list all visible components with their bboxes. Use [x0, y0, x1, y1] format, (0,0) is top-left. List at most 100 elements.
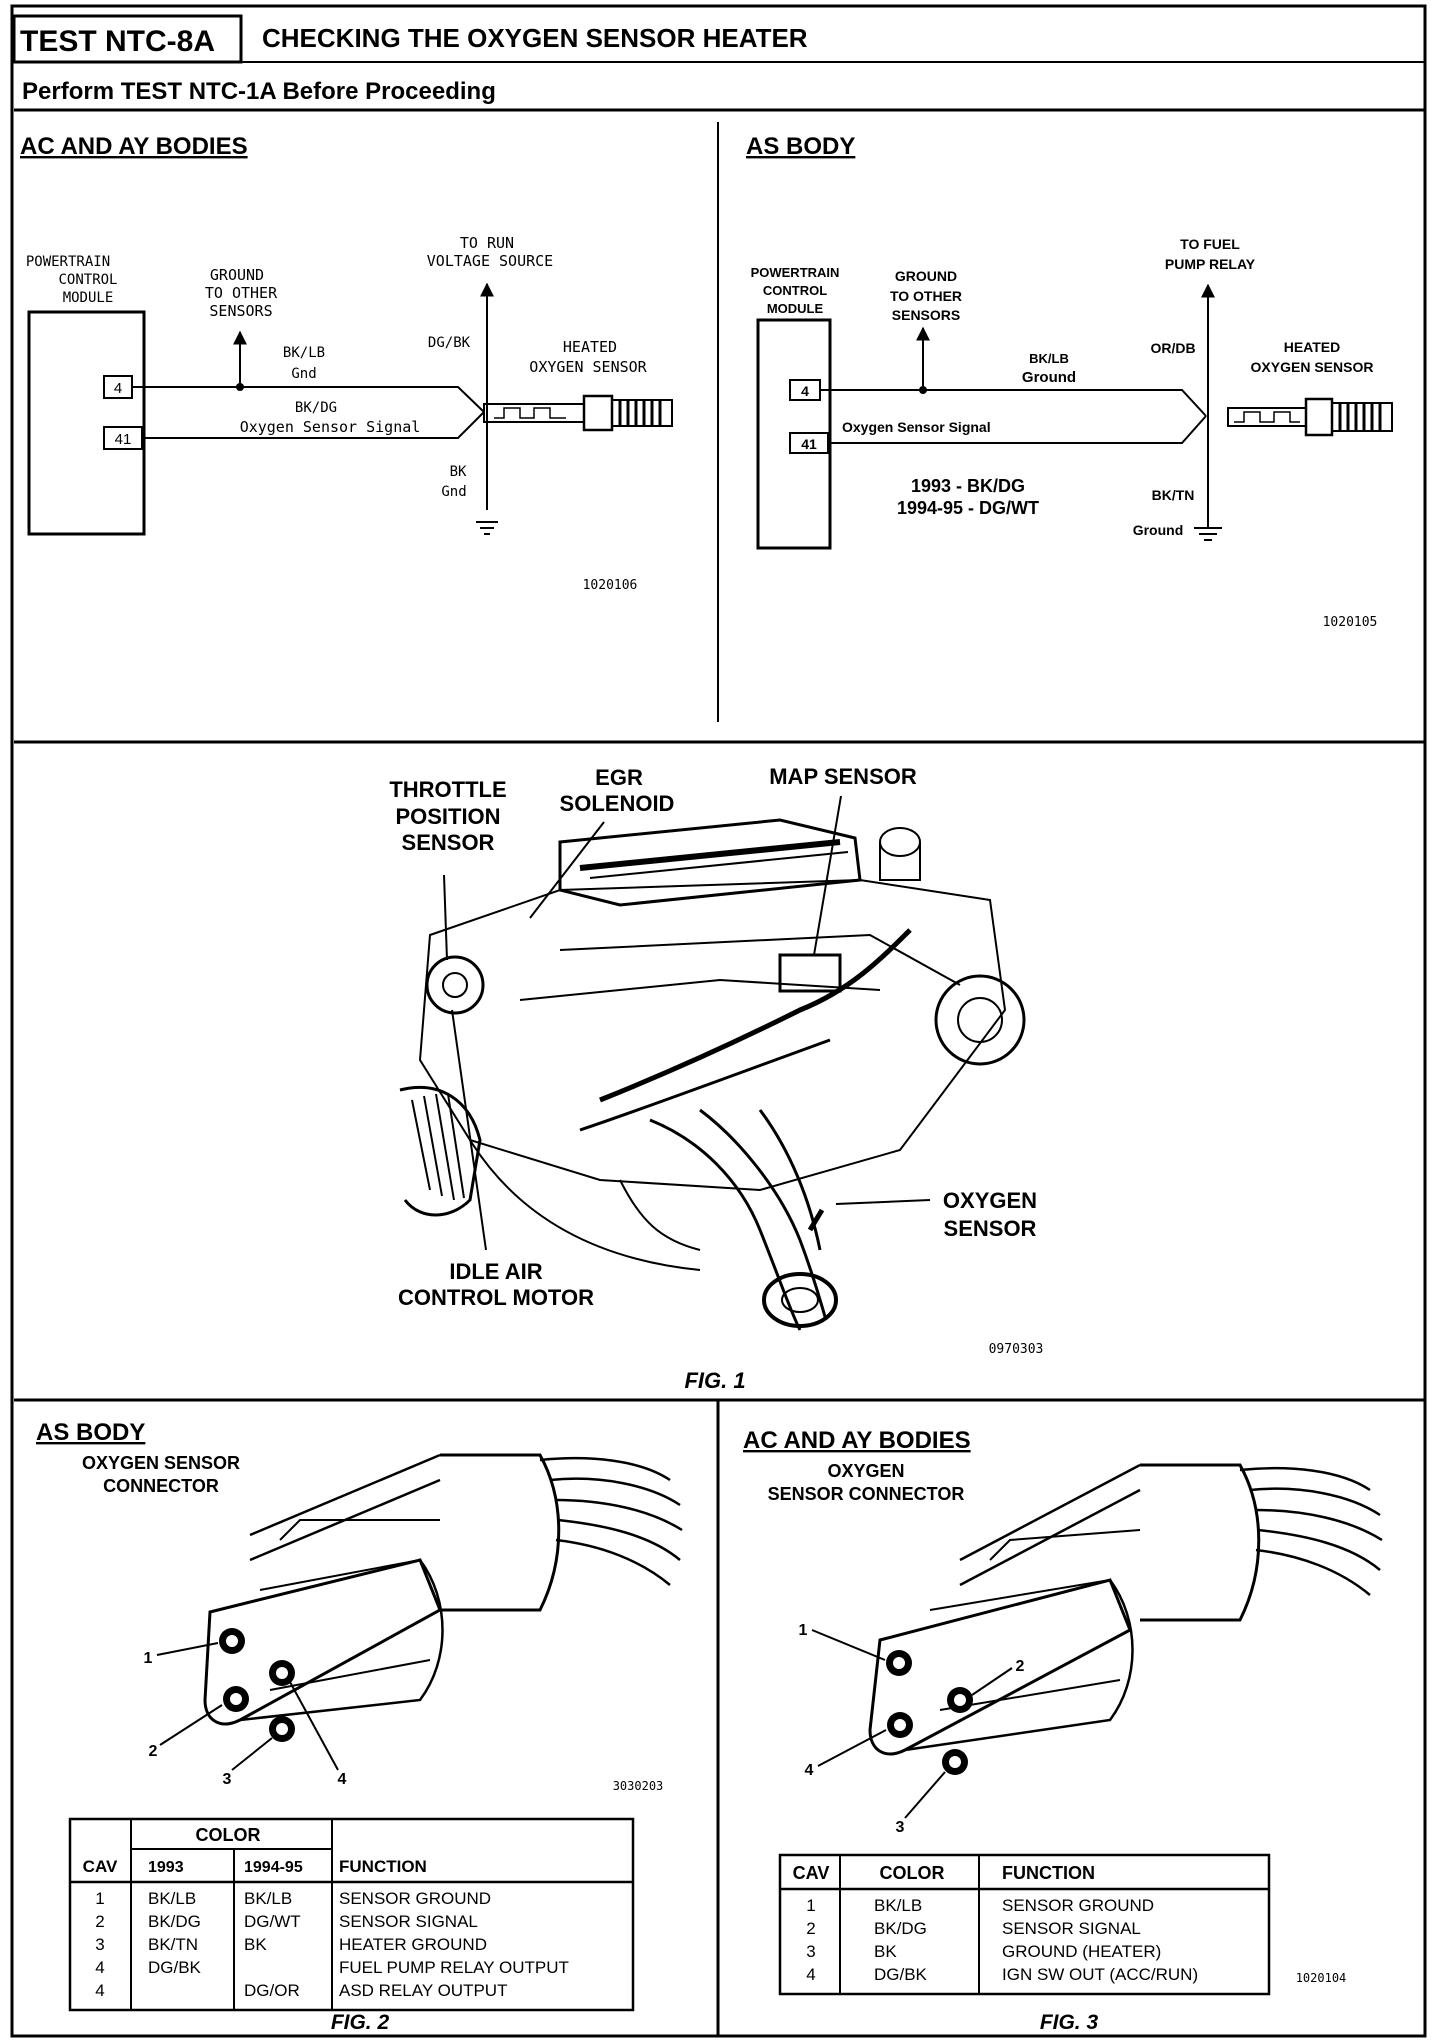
o2-label-1: OXYGEN	[943, 1188, 1037, 1213]
ground-label-1: GROUND	[210, 266, 264, 284]
ac-ay-connector-heading: AC AND AY BODIES	[743, 1427, 971, 1454]
wire-top-name: Gnd	[291, 366, 316, 382]
cell-cav: 3	[806, 1942, 815, 1961]
test-id: TEST NTC-8A	[20, 25, 215, 58]
heated-oxygen-sensor-icon	[483, 394, 673, 432]
connector-sub-1: OXYGEN	[827, 1461, 904, 1481]
tps-leader	[443, 874, 448, 961]
as-schematic-code: 1020105	[1323, 615, 1378, 630]
map-label: MAP SENSOR	[769, 764, 917, 789]
cell-function: SENSOR SIGNAL	[339, 1912, 478, 1931]
sensor-label-1: HEATED	[1284, 339, 1341, 355]
signal-wire	[828, 415, 1207, 444]
cell-1994-95: DG/OR	[244, 1981, 300, 2000]
cell-function: SENSOR GROUND	[339, 1889, 491, 1908]
cavity-2-label: 2	[149, 1743, 158, 1760]
table-row: 3 BK GROUND (HEATER)	[806, 1942, 1161, 1961]
pcm-label-3: MODULE	[63, 290, 114, 306]
cell-1993: BK/TN	[148, 1935, 198, 1954]
pcm-box	[27, 310, 146, 536]
table-border	[778, 1853, 1271, 1996]
cell-1994-95: BK	[244, 1935, 267, 1954]
wire-color-1993: 1993 - BK/DG	[911, 476, 1025, 496]
pin-41-label: 41	[115, 431, 132, 448]
pin-4-label: 4	[801, 383, 809, 399]
wire-bottom-name: Oxygen Sensor Signal	[240, 418, 421, 436]
pcm-box	[756, 318, 832, 550]
cell-cav: 1	[95, 1889, 104, 1908]
as-connector-code: 3030203	[613, 1779, 664, 1793]
egr-leader	[529, 821, 605, 919]
cell-cav: 4	[95, 1981, 104, 2000]
supply-color: DG/BK	[428, 335, 471, 351]
sensor-label-2: OXYGEN SENSOR	[529, 358, 647, 376]
ground-symbol	[1194, 527, 1222, 541]
wire-color-1994-95: 1994-95 - DG/WT	[897, 498, 1039, 518]
cell-cav: 2	[95, 1912, 104, 1931]
table-row: 1 BK/LB SENSOR GROUND	[806, 1896, 1154, 1915]
cell-function: SENSOR GROUND	[1002, 1896, 1154, 1915]
ground-symbol	[476, 521, 498, 535]
tps-label-3: SENSOR	[402, 830, 495, 855]
as-connector-table: COLOR CAV 1993 1994-95 FUNCTION 1 BK/LB …	[68, 1817, 635, 2012]
table-header-color: COLOR	[880, 1863, 945, 1883]
cell-function: IGN SW OUT (ACC/RUN)	[1002, 1965, 1198, 1984]
ground-wire-name: Ground	[1133, 522, 1184, 538]
fig-3-caption: FIG. 3	[1040, 2011, 1099, 2034]
relay-label-2: PUMP RELAY	[1165, 256, 1256, 272]
table-color-group: COLOR	[196, 1825, 261, 1845]
supply-color: OR/DB	[1150, 340, 1195, 356]
cell-cav: 1	[806, 1896, 815, 1915]
fig-1-caption: FIG. 1	[684, 1368, 745, 1393]
cell-cav: 3	[95, 1935, 104, 1954]
cavity-3-label: 3	[223, 1771, 232, 1788]
table-header-function: FUNCTION	[339, 1857, 427, 1876]
cell-1994-95: BK/LB	[244, 1889, 292, 1908]
as-wiring-schematic: AS BODY POWERTRAIN CONTROL MODULE 4 41 G…	[746, 133, 1393, 630]
as-connector-heading: AS BODY	[36, 1419, 145, 1446]
ground-label-2: TO OTHER	[890, 288, 962, 304]
ground-label-1: GROUND	[895, 268, 957, 284]
wire-top-name: Ground	[1022, 369, 1076, 386]
cavity-1-leader	[811, 1629, 886, 1661]
cell-function: FUEL PUMP RELAY OUTPUT	[339, 1958, 569, 1977]
pin-41-label: 41	[801, 436, 817, 452]
wire-top-color: BK/LB	[283, 345, 325, 361]
egr-label-1: EGR	[595, 765, 643, 790]
o2-label-2: SENSOR	[944, 1216, 1037, 1241]
table-header-function: FUNCTION	[1002, 1863, 1095, 1883]
connector-sub-1: OXYGEN SENSOR	[82, 1453, 240, 1473]
pcm-label-2: CONTROL	[58, 272, 117, 288]
connector-drawing	[203, 1453, 683, 1726]
map-leader	[813, 795, 842, 956]
cell-1993: DG/BK	[148, 1958, 202, 1977]
pin-4-label: 4	[114, 380, 122, 397]
cavity-4-label: 4	[805, 1762, 814, 1779]
engine-drawing	[399, 818, 1026, 1331]
cell-cav: 4	[95, 1958, 104, 1977]
table-header-cav: CAV	[793, 1863, 830, 1883]
fig-2-caption: FIG. 2	[331, 2011, 390, 2034]
iac-leader	[451, 1009, 487, 1251]
ground-wire-name: Gnd	[441, 484, 466, 500]
pcm-label-1: POWERTRAIN	[751, 265, 840, 280]
table-header-1994-95: 1994-95	[244, 1859, 303, 1876]
cell-color: BK	[874, 1942, 897, 1961]
voltage-label-2: VOLTAGE SOURCE	[427, 252, 553, 270]
cavity-2-leader	[159, 1704, 223, 1746]
cell-1993: BK/DG	[148, 1912, 201, 1931]
as-connector-figure: AS BODY OXYGEN SENSOR CONNECTOR 1 2 3 4 …	[36, 1419, 683, 2034]
cavity-1-leader	[156, 1642, 219, 1656]
table-row: 4 DG/BK FUEL PUMP RELAY OUTPUT	[95, 1958, 569, 1977]
pcm-label-3: MODULE	[767, 301, 824, 316]
cell-function: SENSOR SIGNAL	[1002, 1919, 1141, 1938]
cell-cav: 2	[806, 1919, 815, 1938]
cavity-4-leader	[289, 1681, 339, 1771]
page-title: CHECKING THE OXYGEN SENSOR HEATER	[262, 23, 808, 53]
ac-ay-connector-figure: AC AND AY BODIES OXYGEN SENSOR CONNECTOR…	[743, 1427, 1383, 2034]
cavity-4-leader	[817, 1729, 887, 1767]
cavity-1-label: 1	[144, 1650, 153, 1667]
table-border	[68, 1817, 635, 2012]
cavity-3-leader	[231, 1737, 273, 1771]
table-row: 4 DG/OR ASD RELAY OUTPUT	[95, 1981, 507, 2000]
